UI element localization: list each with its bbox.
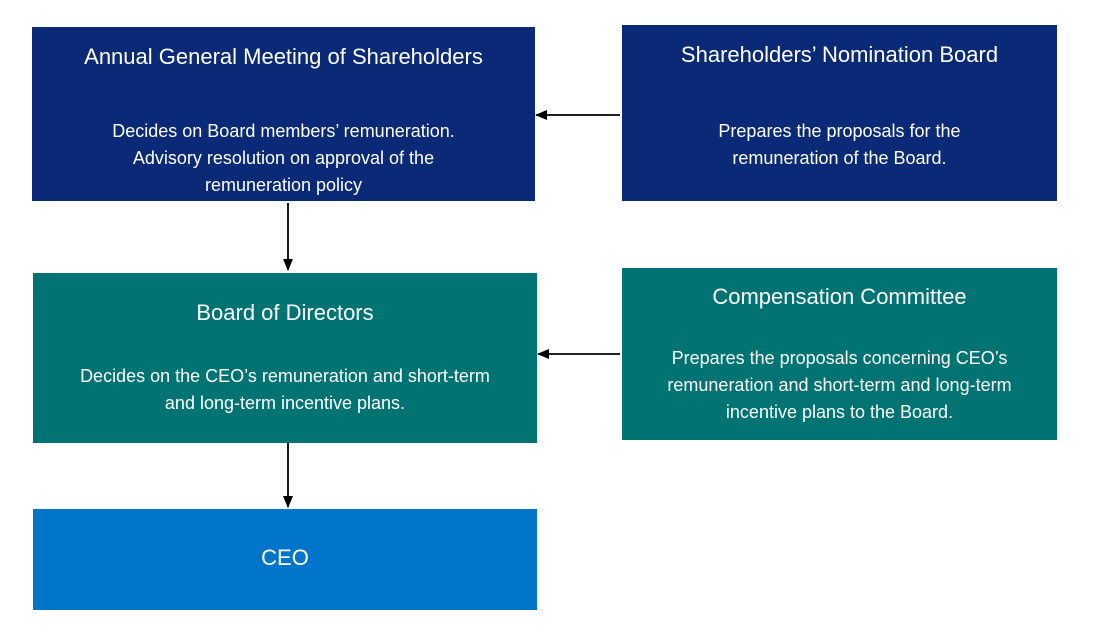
compensation-committee-description-line: remuneration and short-term and long-ter… — [667, 375, 1012, 395]
agm-title: Annual General Meeting of Shareholders — [84, 44, 483, 69]
agm-description-line: remuneration policy — [204, 175, 363, 195]
nomination-board-description-line: remuneration of the Board. — [732, 148, 947, 168]
compensation-committee-description: Prepares the proposals concerning CEO’s … — [622, 345, 1057, 426]
nomination-board-title: Shareholders’ Nomination Board — [680, 42, 999, 67]
board-of-directors-description: Decides on the CEO’s remuneration and sh… — [33, 363, 537, 417]
agm-description: Decides on Board members’ remuneration. … — [32, 118, 535, 199]
nomination-board-description: Prepares the proposals for the remunerat… — [622, 118, 1057, 172]
board-of-directors-title: Board of Directors — [196, 300, 374, 325]
board-of-directors-description-line: Decides on the CEO’s remuneration and sh… — [80, 366, 490, 386]
compensation-committee-description-line: Prepares the proposals concerning CEO’s — [671, 348, 1008, 368]
nomination-board-description-line: Prepares the proposals for the — [718, 121, 961, 141]
board-of-directors-box: Board of Directors Decides on the CEO’s … — [33, 273, 537, 443]
compensation-committee-box: Compensation Committee Prepares the prop… — [622, 268, 1057, 440]
board-of-directors-description-line: and long-term incentive plans. — [164, 393, 406, 413]
nomination-board-box: Shareholders’ Nomination Board Prepares … — [622, 25, 1057, 201]
agm-description-line: Advisory resolution on approval of the — [132, 148, 435, 168]
agm-description-line: Decides on Board members’ remuneration. — [112, 121, 455, 141]
compensation-committee-description-line: incentive plans to the Board. — [725, 402, 954, 422]
ceo-title: CEO — [261, 545, 309, 570]
agm-box: Annual General Meeting of Shareholders D… — [32, 27, 535, 201]
ceo-box: CEO — [33, 509, 537, 610]
compensation-committee-title: Compensation Committee — [712, 284, 967, 309]
